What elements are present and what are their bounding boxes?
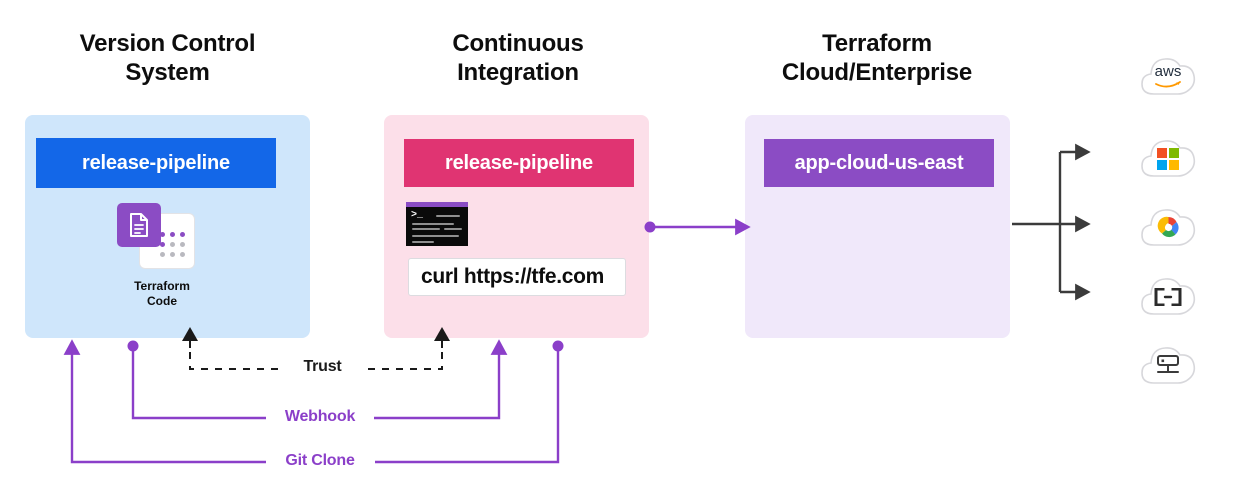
column-title-tfe-line1: Terraform — [822, 30, 932, 57]
terminal-prompt: >_ — [411, 210, 424, 221]
trust-connector — [182, 327, 450, 370]
column-title-vcs: Version Control System — [25, 29, 310, 87]
terminal-text-line — [444, 228, 462, 230]
ci-release-pipeline-header[interactable]: release-pipeline — [404, 139, 634, 187]
ci-to-tfe-arrow — [644, 218, 751, 236]
terminal-text-line — [412, 235, 459, 237]
trust-label: Trust — [303, 358, 342, 375]
on-prem-datacenter-icon[interactable] — [1136, 333, 1200, 389]
aws-wordmark: aws — [1154, 62, 1182, 80]
gcp-logo — [1136, 195, 1200, 251]
terminal-text-line — [412, 223, 454, 225]
column-title-tfe-line2: Cloud/Enterprise — [781, 59, 973, 86]
terraform-code-asset[interactable]: Terraform Code — [117, 203, 217, 313]
git-clone-label: Git Clone — [285, 452, 355, 469]
terminal-title-bar — [406, 202, 468, 207]
tfe-fanout-arrows — [1012, 143, 1091, 301]
server-glyph — [1136, 333, 1200, 389]
column-title-vcs-line1: Version Control — [79, 30, 256, 57]
terraform-code-dot-grid — [157, 229, 187, 259]
webhook-connector — [127, 339, 508, 420]
column-title-tfe: Terraform Cloud/Enterprise — [744, 29, 1010, 87]
aws-cloud-icon[interactable]: aws — [1136, 44, 1200, 100]
terminal-text-line — [412, 241, 434, 243]
terraform-code-label-line2: Code — [147, 294, 177, 308]
webhook-label: Webhook — [284, 408, 356, 425]
vcs-release-pipeline-header[interactable]: release-pipeline — [36, 138, 276, 188]
column-title-vcs-line2: System — [125, 59, 210, 86]
terminal-text-line — [436, 215, 460, 217]
document-icon — [117, 203, 161, 247]
column-title-ci: Continuous Integration — [383, 29, 653, 87]
terminal-icon[interactable]: >_ — [406, 202, 468, 246]
tfe-workspace-header[interactable]: app-cloud-us-east — [764, 139, 994, 187]
column-title-ci-line1: Continuous — [452, 30, 584, 57]
aws-logo: aws — [1136, 44, 1200, 100]
azure-cloud-icon[interactable] — [1136, 126, 1200, 182]
brackets-glyph — [1136, 264, 1200, 320]
curl-command-box[interactable]: curl https://tfe.com — [408, 258, 626, 296]
terraform-code-label-line1: Terraform — [134, 279, 190, 293]
generic-platform-icon[interactable] — [1136, 264, 1200, 320]
git-clone-connector — [63, 339, 564, 464]
terminal-text-line — [412, 228, 440, 230]
microsoft-squares — [1157, 147, 1179, 170]
microsoft-logo — [1136, 126, 1200, 182]
terraform-code-label: Terraform Code — [107, 279, 217, 309]
google-cloud-icon[interactable] — [1136, 195, 1200, 251]
column-title-ci-line2: Integration — [457, 59, 579, 86]
